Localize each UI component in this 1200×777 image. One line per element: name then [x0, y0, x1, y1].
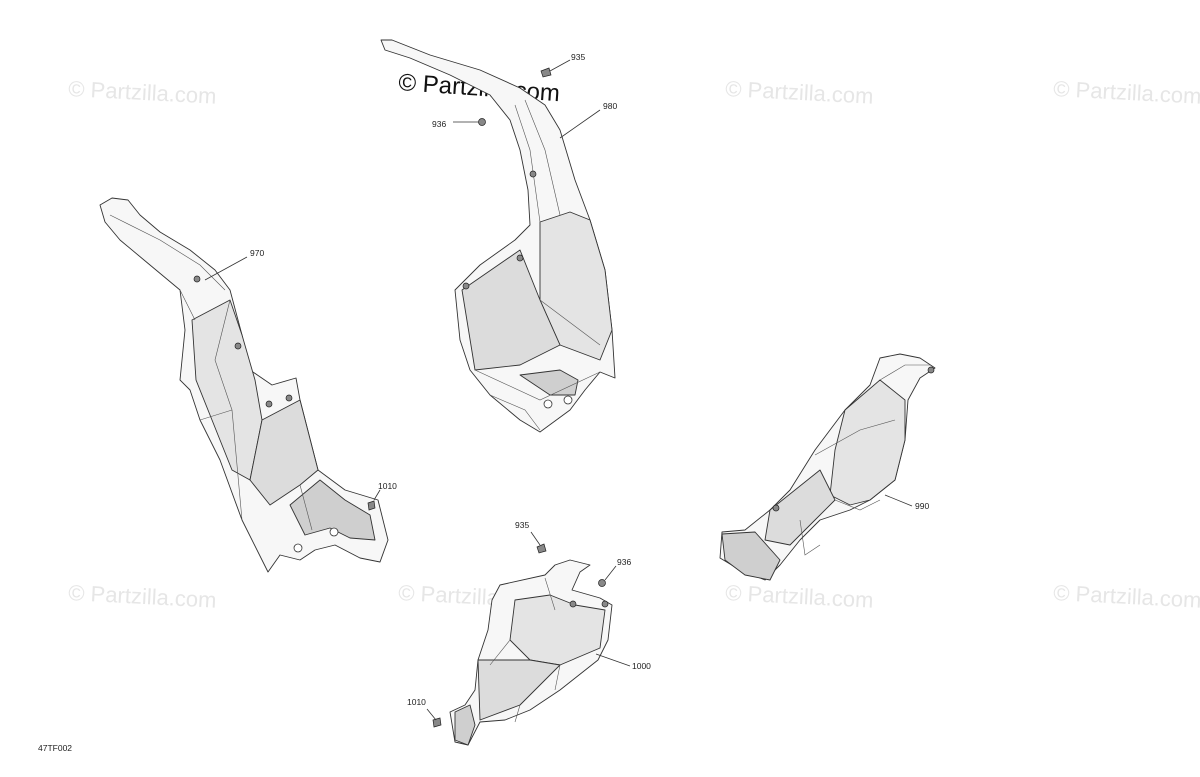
watermark: © Partzilla.com [68, 580, 217, 613]
callout-1010-left: 1010 [378, 481, 397, 491]
leader-lines [204, 59, 913, 721]
part-1000-panel [449, 559, 613, 746]
part-980-panel [380, 39, 616, 433]
callout-935-top: 935 [571, 52, 585, 62]
clip-935-top-icon [540, 67, 552, 78]
fastener-icon [529, 170, 537, 178]
fastener-icon [772, 504, 780, 512]
fastener-icon [462, 282, 470, 290]
callout-1000: 1000 [632, 661, 651, 671]
screw-1010-bottom-icon [432, 717, 442, 728]
nut-936-bottom-icon [598, 579, 606, 587]
fastener-icon [193, 275, 201, 283]
callout-936-bottom: 936 [617, 557, 631, 567]
screw-1010-left-icon [367, 500, 376, 511]
nut-936-top-icon [478, 118, 486, 126]
fastener-icon [265, 400, 273, 408]
callouts: 935 936 980 970 1010 990 935 936 1000 10… [250, 52, 929, 707]
fastener-icon [927, 366, 935, 374]
callout-936-top: 936 [432, 119, 446, 129]
loose-hardware [367, 67, 606, 728]
watermark: © Partzilla.com [68, 76, 217, 109]
watermark: © Partzilla.com [725, 580, 874, 613]
fastener-icon [569, 600, 577, 608]
fastener-icon [285, 394, 293, 402]
mount-hole [293, 543, 303, 553]
watermark: © Partzilla.com [1053, 580, 1200, 613]
callout-970: 970 [250, 248, 264, 258]
watermark: © Partzilla.com [725, 76, 874, 109]
clip-935-bottom-icon [536, 543, 547, 554]
watermark: © Partzilla.com [1053, 76, 1200, 109]
mount-hole [543, 399, 553, 409]
callout-935-bottom: 935 [515, 520, 529, 530]
part-990-panel [719, 353, 936, 581]
fastener-icon [601, 600, 609, 608]
part-970-panel [99, 197, 389, 573]
fastener-icon [234, 342, 242, 350]
figure-id: 47TF002 [38, 743, 72, 753]
fastener-icon [516, 254, 524, 262]
mount-hole [563, 395, 573, 405]
callout-980: 980 [603, 101, 617, 111]
callout-990: 990 [915, 501, 929, 511]
mount-hole [329, 527, 339, 537]
callout-1010-bottom: 1010 [407, 697, 426, 707]
